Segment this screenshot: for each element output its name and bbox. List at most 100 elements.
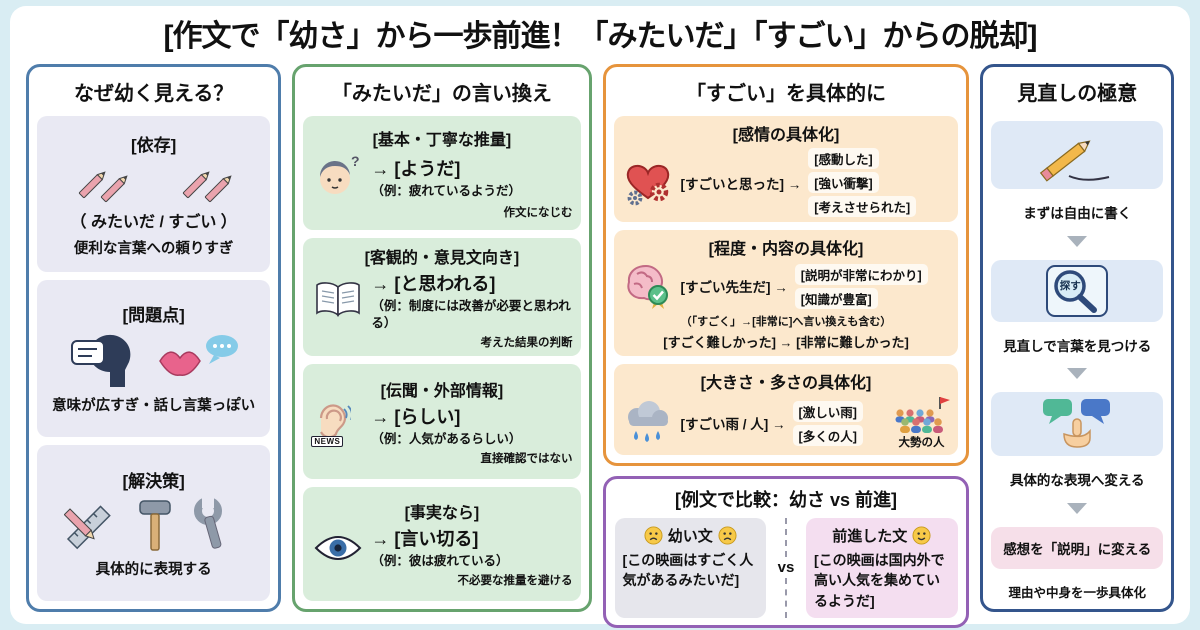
vs-label: vs	[777, 559, 795, 577]
crowd-caption: 大勢の人	[898, 437, 945, 449]
emotion-heading: [感情の具体化]	[732, 127, 840, 144]
step2-icon-box: 探す	[991, 259, 1163, 322]
basic-example: （例：疲れているようだ）	[371, 183, 521, 198]
hearsay-heading: [伝聞・外部情報]	[380, 382, 504, 400]
dependency-heading: [依存]	[131, 135, 177, 155]
crowd-flag-icon	[895, 397, 951, 433]
col1-heading: なぜ幼く見える？	[73, 83, 234, 105]
fact-heading: [事実なら]	[404, 505, 480, 523]
size-target: [多くの人]	[792, 424, 863, 446]
advanced-label: 前進した文	[832, 528, 908, 545]
basic-replacement: → [ようだ]	[371, 158, 461, 179]
degree-target: [説明が非常にわかり]	[794, 263, 928, 285]
section-emotion: [感情の具体化] [すごいと思った] → [感動した] [強い衝撃]	[613, 116, 959, 222]
columns: なぜ幼く見える？ [依存] （ みたいだ	[26, 64, 1174, 628]
advanced-panel: 前進した文 [この映画は国内外で高い人気を集めているようだ]	[806, 518, 958, 618]
section-size: [大きさ・多さの具体化]	[613, 364, 959, 455]
degree-source: [すごい先生だ] →	[680, 280, 788, 295]
size-heading: [大きさ・多さの具体化]	[700, 375, 872, 392]
col3-heading: 「すごい」を具体的に	[686, 83, 886, 105]
comparison-box: [例文で比較：幼さ vs 前進] 幼い文	[602, 476, 970, 628]
degree-heading: [程度・内容の具体化]	[708, 241, 864, 258]
sad-face-icon	[644, 526, 663, 545]
tools-icon	[63, 496, 222, 551]
immature-text: [この映画はすごく人気があるみたいだ]	[622, 552, 754, 589]
heart-gears-icon	[626, 164, 669, 205]
fact-replacement: → [言い切る]	[371, 529, 479, 550]
objective-note: 考えた結果の判断	[480, 337, 573, 350]
column-mitaida-rephrase: 「みたいだ」の言い換え [基本・丁寧な推量] ?	[292, 64, 592, 612]
immature-panel: 幼い文 [この映画はすごく人気があるみたいだ]	[614, 518, 767, 618]
degree-extra: [すごく難しかった] → [非常に難しかった]	[663, 335, 909, 350]
dependency-words: （ みたいだ / すごい ）	[70, 213, 237, 231]
hearsay-note: 直接確認ではない	[480, 452, 573, 465]
down-arrow-icon	[1067, 368, 1088, 380]
thinking-person-icon: ?	[311, 152, 365, 202]
ear-news-icon: NEWS	[311, 403, 365, 448]
section-hearsay: [伝聞・外部情報] NEWS → [らしい]	[303, 364, 581, 479]
emotion-target: [強い衝撃]	[808, 172, 879, 193]
svg-text:?: ?	[351, 153, 360, 169]
step3-caption: 具体的な表現へ変える	[1009, 473, 1145, 489]
emotion-source: [すごいと思った] →	[680, 176, 802, 192]
infographic-card: [作文で「幼さ」から一歩前進！「みたいだ」「すごい」からの脱却] なぜ幼く見える…	[10, 6, 1190, 628]
emotion-target: [考えさせられた]	[808, 196, 917, 217]
column-why-childish: なぜ幼く見える？ [依存] （ みたいだ	[26, 64, 282, 612]
size-target: [激しい雨]	[792, 400, 863, 422]
hearsay-replacement: → [らしい]	[371, 406, 461, 427]
solution-heading: [解決策]	[122, 471, 185, 491]
section-problem: [問題点] 意味が広すぎ・話し言葉っぽい	[37, 280, 271, 437]
step1-icon-box	[991, 121, 1163, 190]
section-degree: [程度・内容の具体化] [すごい先生だ] → [説明が非常にわかり]	[613, 230, 959, 356]
section-basic-conjecture: [基本・丁寧な推量] ? → [ようだ]	[303, 116, 581, 231]
down-arrow-icon	[1067, 235, 1088, 247]
step4-caption: 感想を「説明」に変える	[1003, 541, 1152, 557]
pencils-icon	[78, 168, 234, 203]
basic-note: 作文になじむ	[503, 207, 573, 220]
column-sugoi-and-compare: 「すごい」を具体的に [感情の具体化] [すごいと思った] →	[602, 64, 970, 628]
happy-face-icon	[912, 526, 931, 545]
vs-divider: vs	[773, 518, 799, 618]
step4-note: 理由や中身を一歩具体化	[1008, 585, 1146, 600]
rain-cloud-icon	[627, 401, 668, 442]
solution-caption: 具体的に表現する	[95, 561, 212, 578]
objective-heading: [客観的・意見文向き]	[364, 250, 520, 268]
sad-face-icon	[718, 526, 737, 545]
fact-note: 不必要な推量を避ける	[457, 575, 573, 588]
eye-icon	[311, 532, 365, 564]
hearsay-example: （例：人気があるらしい）	[371, 431, 522, 446]
brain-medal-icon	[626, 264, 668, 309]
objective-replacement: → [と思われる]	[371, 274, 496, 295]
problem-heading: [問題点]	[122, 306, 185, 326]
immature-label: 幼い文	[667, 528, 713, 545]
section-solution: [解決策]	[37, 444, 271, 601]
magnifier-icon: 探す	[1046, 264, 1109, 317]
advanced-text: [この映画は国内外で高い人気を集めているようだ]	[814, 552, 945, 609]
step3-icon-box	[991, 392, 1163, 457]
degree-note: （「すごく」→[非常に]へ言い換えも含む）	[680, 316, 892, 328]
column-revision-tips: 見直しの極意 まずは自由に書く	[980, 64, 1174, 612]
step4-box: 感想を「説明」に変える	[991, 526, 1163, 569]
page-title: [作文で「幼さ」から一歩前進！「みたいだ」「すごい」からの脱却]	[163, 20, 1038, 53]
magnifier-label: 探す	[1059, 279, 1081, 292]
comparison-heading: [例文で比較：幼さ vs 前進]	[675, 490, 898, 510]
size-source: [すごい雨 / 人] →	[680, 417, 786, 432]
column-sugoi-concrete: 「すごい」を具体的に [感情の具体化] [すごいと思った] →	[602, 64, 970, 466]
dependency-caption: 便利な言葉への頼りすぎ	[73, 240, 234, 257]
problem-caption: 意味が広すぎ・話し言葉っぽい	[52, 398, 256, 415]
open-book-icon	[311, 280, 365, 322]
fact-example: （例：彼は疲れている）	[371, 554, 509, 569]
degree-target: [知識が豊富]	[794, 287, 878, 309]
emotion-target: [感動した]	[808, 148, 879, 169]
bubbles-hand-icon	[1043, 399, 1111, 448]
col2-heading: 「みたいだ」の言い換え	[331, 83, 552, 105]
section-objective: [客観的・意見文向き] → [と思われる]	[303, 238, 581, 357]
news-badge: NEWS	[311, 436, 344, 448]
speech-head-lips-icon	[70, 335, 238, 388]
down-arrow-icon	[1067, 502, 1088, 514]
col4-heading: 見直しの極意	[1017, 83, 1138, 105]
basic-heading: [基本・丁寧な推量]	[372, 132, 512, 150]
step2-caption: 見直しで言葉を見つける	[1003, 338, 1152, 354]
step1-caption: まずは自由に書く	[1023, 206, 1132, 222]
writing-pencil-icon	[1040, 140, 1110, 182]
